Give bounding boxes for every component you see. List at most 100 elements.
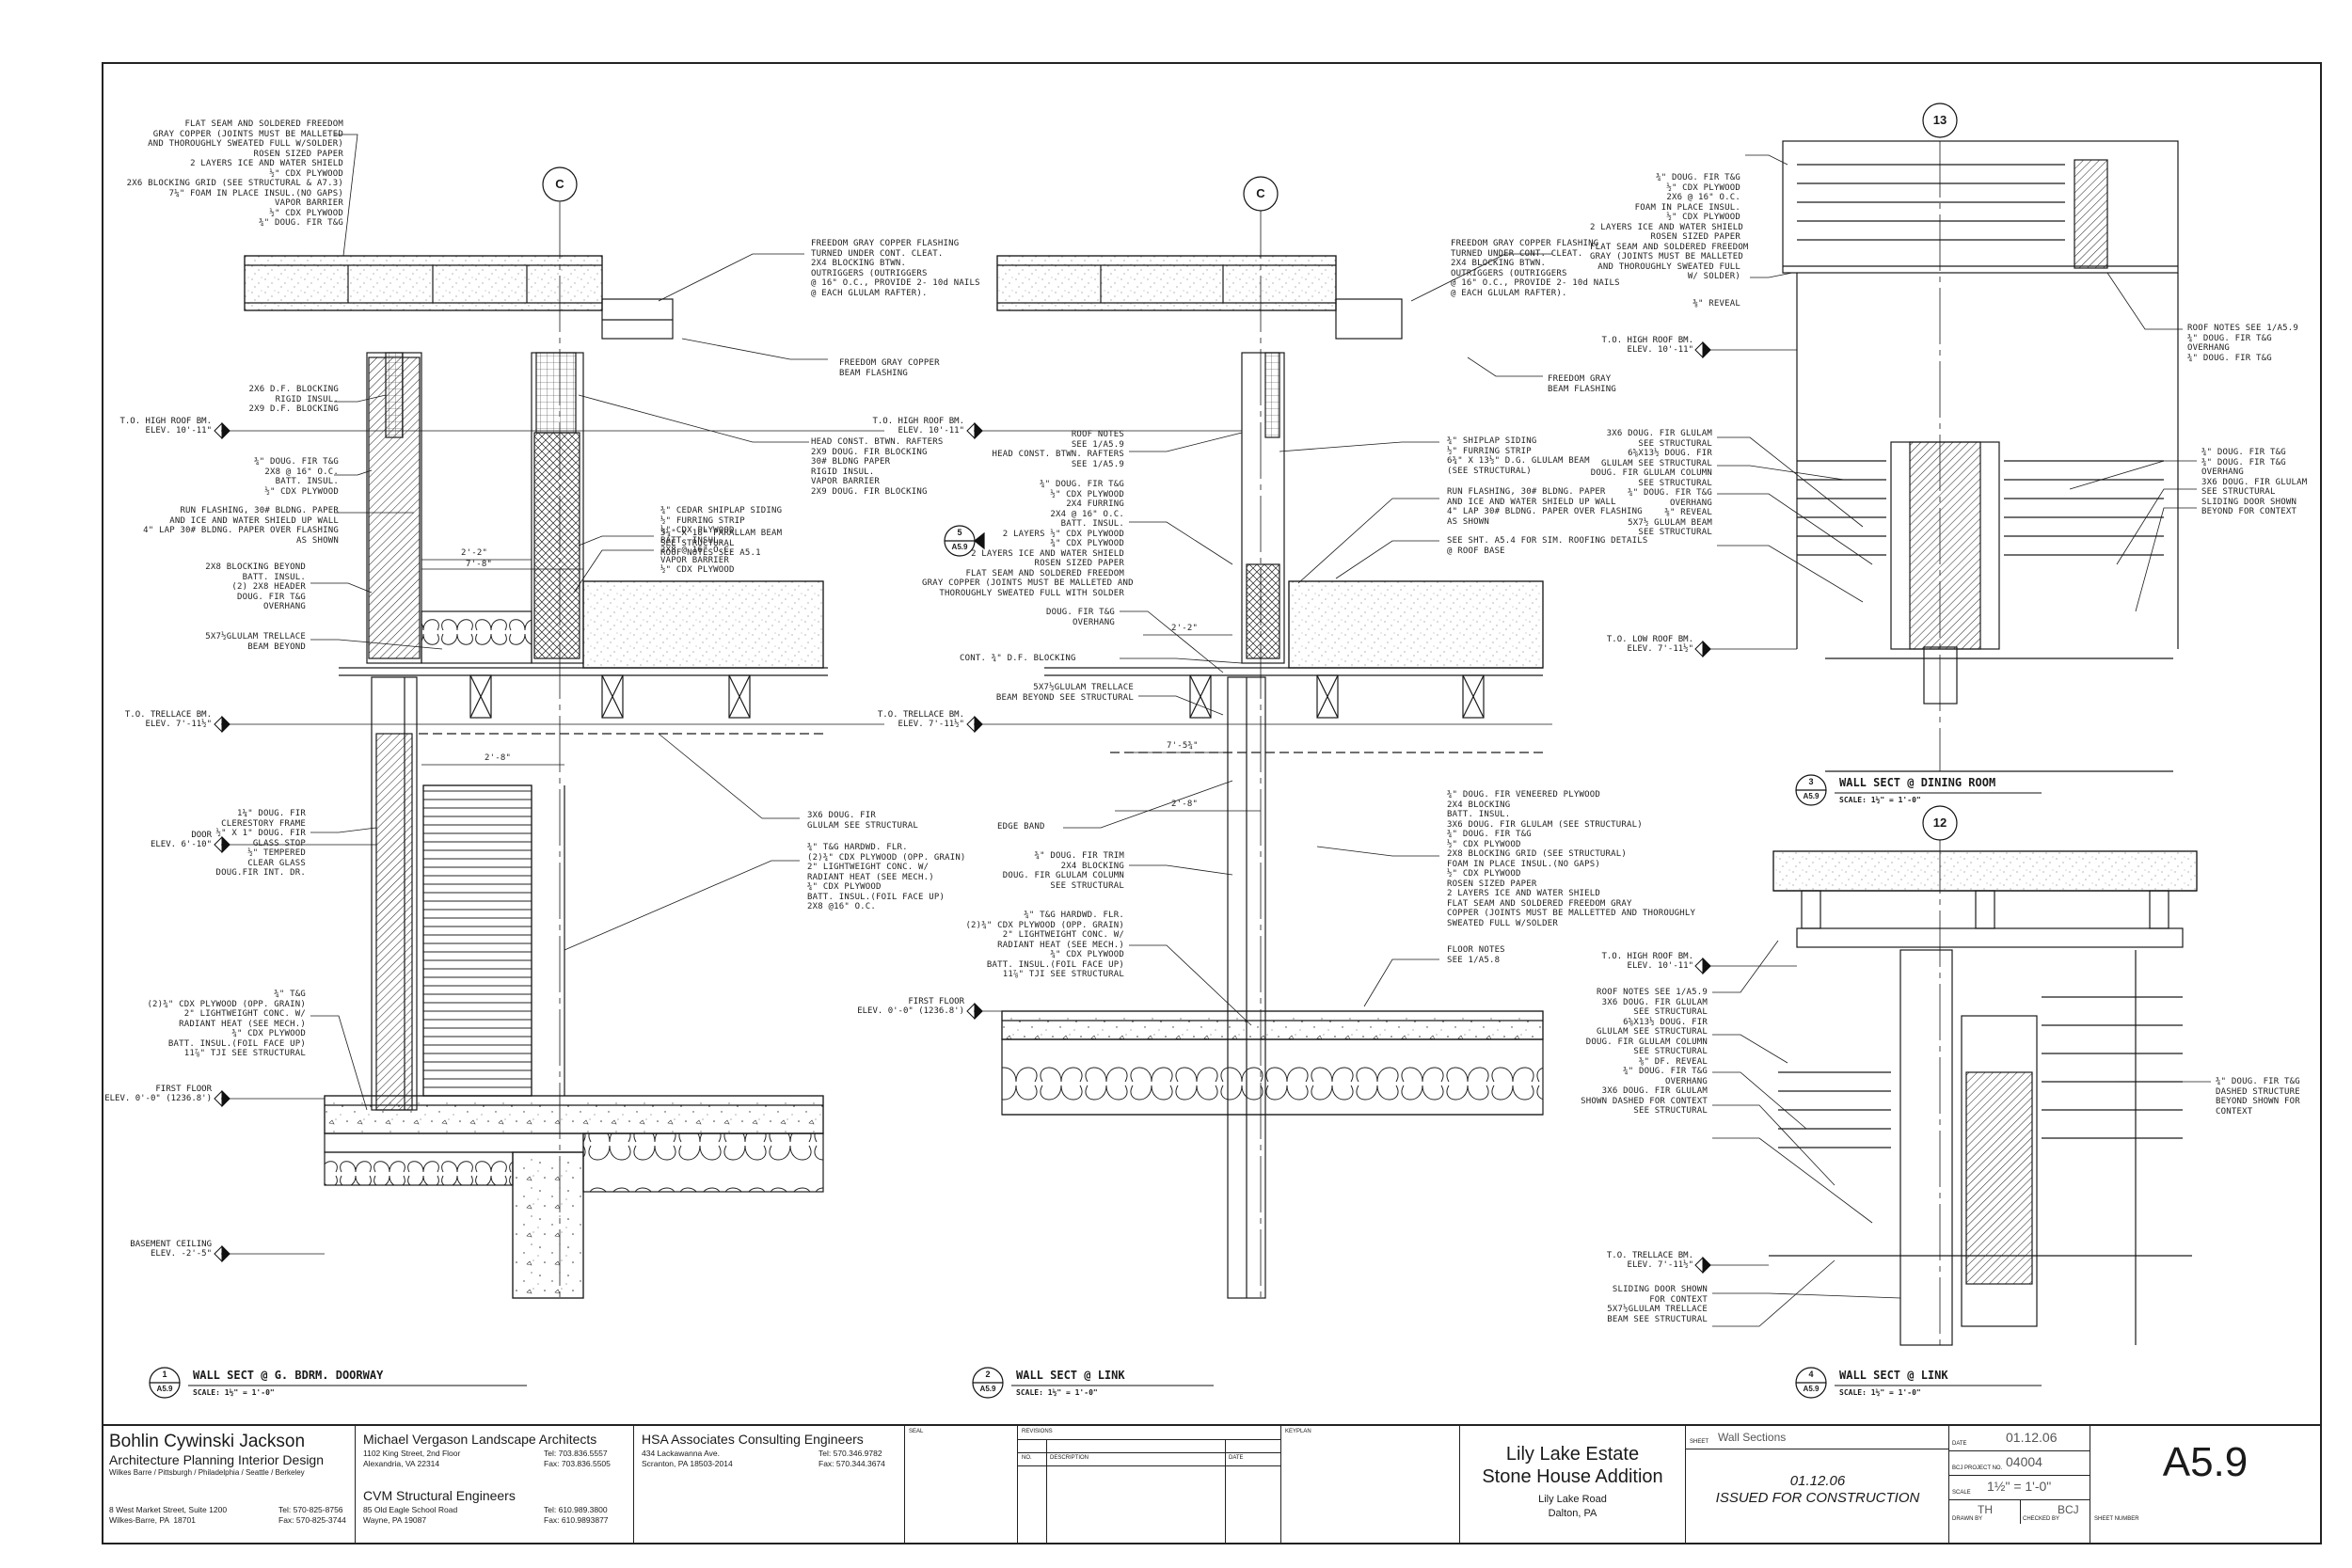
grid-bubble-c-2 <box>1243 176 1279 212</box>
note-v3-reveal: ⅜" REVEAL <box>1692 299 1740 309</box>
tb-keyplan: KEYPLAN <box>1281 1426 1460 1544</box>
landscape-name: Michael Vergason Landscape Architects <box>363 1432 597 1447</box>
grid-label-c-2: C <box>1256 186 1265 200</box>
view4-ref: A5.9 <box>1803 1385 1820 1393</box>
architect-phone: Tel: 570-825-8756 Fax: 570-825-3744 <box>278 1505 346 1525</box>
note-v1-wall: ¾" DOUG. FIR T&G 2X8 @ 16" O.C. BATT. IN… <box>254 457 339 497</box>
note-v2-roofbase: SEE SHT. A5.4 FOR SIM. ROOFING DETAILS @… <box>1447 536 1648 556</box>
sheet-title: Wall Sections <box>1718 1431 1787 1444</box>
note-v1-run: RUN FLASHING, 30# BLDNG. PAPER AND ICE A… <box>143 506 339 546</box>
sheet-border <box>102 62 2322 1544</box>
tb-seal: SEAL <box>905 1426 1018 1544</box>
view1-title: WALL SECT @ G. BDRM. DOORWAY <box>193 1369 384 1382</box>
note-v3-right: ¾" DOUG. FIR T&G ¾" DOUG. FIR T&G OVERHA… <box>2201 448 2308 516</box>
structural-name: CVM Structural Engineers <box>363 1488 516 1503</box>
note-v2-trellace: 5X7½GLULAM TRELLACE BEAM BEYOND SEE STRU… <box>995 683 1134 703</box>
revisions-label: REVISIONS <box>1022 1429 1053 1434</box>
note-v2-run: RUN FLASHING, 30# BLDNG. PAPER AND ICE A… <box>1447 487 1643 527</box>
elev-v4-trellace: T.O. TRELLACE BM. ELEV. 7'-11½" <box>1606 1251 1693 1270</box>
note-v3-left: 3X6 DOUG. FIR GLULAM SEE STRUCTURAL 6⅝X1… <box>1590 429 1712 537</box>
view3-ref: A5.9 <box>1803 792 1820 800</box>
note-v1-beam-flash: FREEDOM GRAY COPPER BEAM FLASHING <box>839 358 940 378</box>
view1-scale: SCALE: 1½" = 1'-0" <box>193 1388 275 1397</box>
view4-title: WALL SECT @ LINK <box>1839 1369 1948 1382</box>
note-v1-head: HEAD CONST. BTWN. RAFTERS 2X9 DOUG. FIR … <box>811 437 944 497</box>
tb-project: Lily Lake Estate Stone House Addition Li… <box>1460 1426 1686 1544</box>
note-v1-blocking: 2X6 D.F. BLOCKING RIGID INSUL. 2X9 D.F. … <box>248 385 339 414</box>
note-v3-roofnotes: ROOF NOTES SEE 1/A5.9 ¾" DOUG. FIR T&G O… <box>2187 324 2298 363</box>
dim-1: 2'-2" <box>461 548 488 558</box>
tb-consultants-1: Michael Vergason Landscape Architects 11… <box>356 1426 634 1544</box>
note-v2-floor: ¾" T&G HARDWD. FLR. (2)¾" CDX PLYWOOD (O… <box>965 911 1124 979</box>
view3-title: WALL SECT @ DINING ROOM <box>1839 776 1996 789</box>
grid-label-12: 12 <box>1932 816 1947 830</box>
tb-revisions: REVISIONS NO. DESCRIPTION DATE <box>1018 1426 1281 1544</box>
note-v2-floornotes: FLOOR NOTES SEE 1/A5.8 <box>1447 945 1505 965</box>
grid-bubble-c-1 <box>542 166 578 202</box>
note-v2-trim: ¾" DOUG. FIR TRIM 2X4 BLOCKING DOUG. FIR… <box>1002 851 1124 891</box>
elev-v3-high-roof: T.O. HIGH ROOF BM. ELEV. 10'-11" <box>1601 336 1693 355</box>
elev-v2-trellace: T.O. TRELLACE BM. ELEV. 7'-11½" <box>877 710 964 729</box>
note-v2-flashing: FREEDOM GRAY COPPER FLASHING TURNED UNDE… <box>1451 239 1620 298</box>
note-v2-edge: EDGE BAND <box>997 822 1045 832</box>
checked-by: BCJ <box>2058 1503 2079 1516</box>
note-v2-wall: ¾" DOUG. FIR T&G ½" CDX PLYWOOD 2X4 FURR… <box>922 480 1134 598</box>
consult-name: HSA Associates Consulting Engineers <box>642 1432 864 1447</box>
note-v1-header: 2X8 BLOCKING BEYOND BATT. INSUL. (2) 2X8… <box>205 562 306 611</box>
dim-2: 7'-8" <box>466 560 493 569</box>
elev-v1-first-floor: FIRST FLOOR ELEV. 0'-0" (1236.8') <box>104 1085 212 1103</box>
issue-line2: ISSUED FOR CONSTRUCTION <box>1715 1490 1920 1506</box>
view3-num: 3 <box>1808 777 1814 786</box>
no-label: NO. <box>1022 1455 1032 1461</box>
tb-info-grid: DATE 01.12.06 BCJ PROJECT NO. 04004 SCAL… <box>1949 1426 2090 1544</box>
seal-label: SEAL <box>909 1429 924 1434</box>
elev-v1-basement: BASEMENT CEILING ELEV. -2'-5" <box>130 1240 212 1259</box>
elev-v2-first-floor: FIRST FLOOR ELEV. 0'-0" (1236.8') <box>857 997 964 1016</box>
elev-v4-high-roof: T.O. HIGH ROOF BM. ELEV. 10'-11" <box>1601 952 1693 971</box>
tb-consultants-2: HSA Associates Consulting Engineers 434 … <box>634 1426 905 1544</box>
elev-v1-door: DOOR ELEV. 6'-10" <box>150 831 212 849</box>
note-v1-roof: FLAT SEAM AND SOLDERED FREEDOM GRAY COPP… <box>126 119 343 228</box>
consult-phone: Tel: 570.346.9782 Fax: 570.344.3674 <box>818 1449 885 1468</box>
architect-address: 8 West Market Street, Suite 1200 Wilkes-… <box>109 1505 228 1525</box>
title-block: Bohlin Cywinski Jackson Architecture Pla… <box>102 1424 2322 1544</box>
note-v2-roofnotes: ROOF NOTES SEE 1/A5.9 HEAD CONST. BTWN. … <box>992 430 1124 469</box>
sheet-date: 01.12.06 <box>2006 1430 2058 1445</box>
keyplan-label: KEYPLAN <box>1285 1429 1311 1434</box>
sheet-number: A5.9 <box>2162 1439 2249 1485</box>
project-line2: Stone House Addition <box>1482 1466 1663 1487</box>
view3-scale: SCALE: 1½" = 1'-0" <box>1839 796 1921 804</box>
tb-architect: Bohlin Cywinski Jackson Architecture Pla… <box>102 1426 356 1544</box>
landscape-phone: Tel: 703.836.5557 Fax: 703.836.5505 <box>544 1449 611 1468</box>
view1-ref: A5.9 <box>156 1385 173 1393</box>
dim-5: 7'-5¾" <box>1167 741 1199 751</box>
tb-sheet-title: SHEET Wall Sections 01.12.06 ISSUED FOR … <box>1686 1426 1949 1544</box>
grid-label-13: 13 <box>1932 113 1947 127</box>
date-label: DATE <box>1229 1455 1244 1461</box>
project-no: 04004 <box>2006 1454 2042 1469</box>
grid-bubble-13 <box>1922 103 1958 138</box>
note-v4-right: ¾" DOUG. FIR T&G DASHED STRUCTURE BEYOND… <box>2216 1077 2300 1117</box>
elev-v3-low-roof: T.O. LOW ROOF BM. ELEV. 7'-11½" <box>1606 635 1693 654</box>
note-v1-frame: 1¼" DOUG. FIR CLERESTORY FRAME ½" X 1" D… <box>215 809 306 878</box>
note-v1-flashing: FREEDOM GRAY COPPER FLASHING TURNED UNDE… <box>811 239 980 298</box>
dim-6: 2'-8" <box>1171 800 1199 809</box>
architect-sub: Architecture Planning Interior Design <box>109 1452 325 1467</box>
dim-3: 2'-8" <box>485 753 512 763</box>
sheet-scale: 1½" = 1'-0" <box>1987 1479 2052 1494</box>
description-label: DESCRIPTION <box>1050 1455 1089 1461</box>
note-v1-floor2: ¾" T&G (2)¾" CDX PLYWOOD (OPP. GRAIN) 2"… <box>147 990 306 1058</box>
view2-title: WALL SECT @ LINK <box>1016 1369 1125 1382</box>
note-v2-shiplap: ¾" SHIPLAP SIDING ½" FURRING STRIP 6¾" X… <box>1447 436 1590 476</box>
drawn-by: TH <box>1978 1503 1993 1516</box>
note-v2-veneered: ¾" DOUG. FIR VENEERED PLYWOOD 2X4 BLOCKI… <box>1447 790 1696 928</box>
grid-label-c-1: C <box>555 177 564 191</box>
elev-v2-high-roof: T.O. HIGH ROOF BM. ELEV. 10'-11" <box>872 417 964 436</box>
note-v1-cedar: ¾" CEDAR SHIPLAP SIDING ½" FURRING STRIP… <box>660 506 783 575</box>
dim-4: 2'-2" <box>1171 624 1199 633</box>
tb-sheet-number: A5.9 SHEET NUMBER <box>2090 1426 2320 1544</box>
sheet-number-label: SHEET NUMBER <box>2094 1516 2139 1522</box>
view2-ref: A5.9 <box>979 1385 996 1393</box>
view1-num: 1 <box>162 1370 167 1379</box>
